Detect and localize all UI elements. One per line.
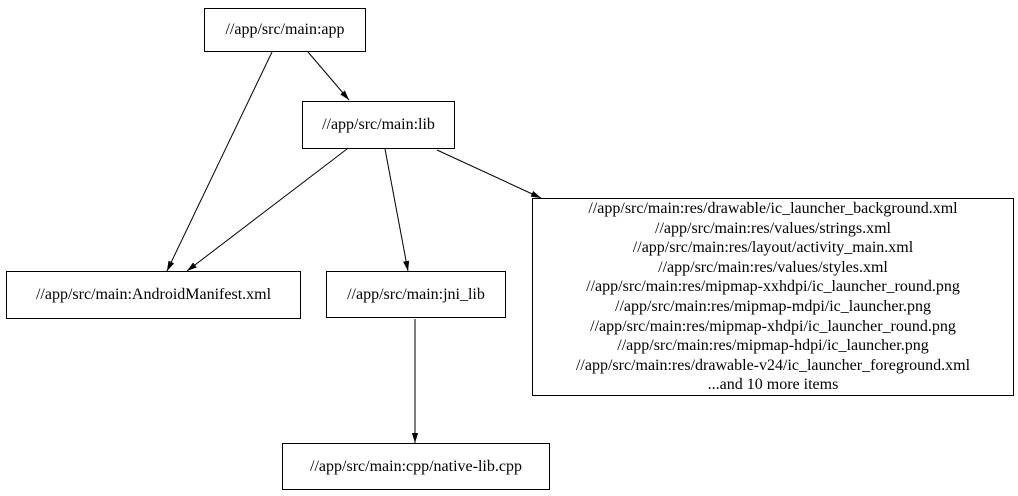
node-jni-lib: //app/src/main:jni_lib	[326, 271, 506, 318]
node-resources-group: //app/src/main:res/drawable/ic_launcher_…	[532, 198, 1014, 396]
edge-lib-to-resources	[436, 149, 542, 199]
edge-lib-to-jni-lib	[384, 148, 410, 272]
edge-app-to-android-manifest	[166, 51, 273, 272]
node-lib: //app/src/main:lib	[302, 101, 455, 149]
node-android-manifest: //app/src/main:AndroidManifest.xml	[6, 271, 301, 319]
edge-app-to-lib	[307, 51, 350, 101]
node-native-lib-cpp: //app/src/main:cpp/native-lib.cpp	[282, 443, 550, 490]
node-app: //app/src/main:app	[204, 8, 366, 52]
edge-lib-to-android-manifest	[186, 148, 348, 272]
